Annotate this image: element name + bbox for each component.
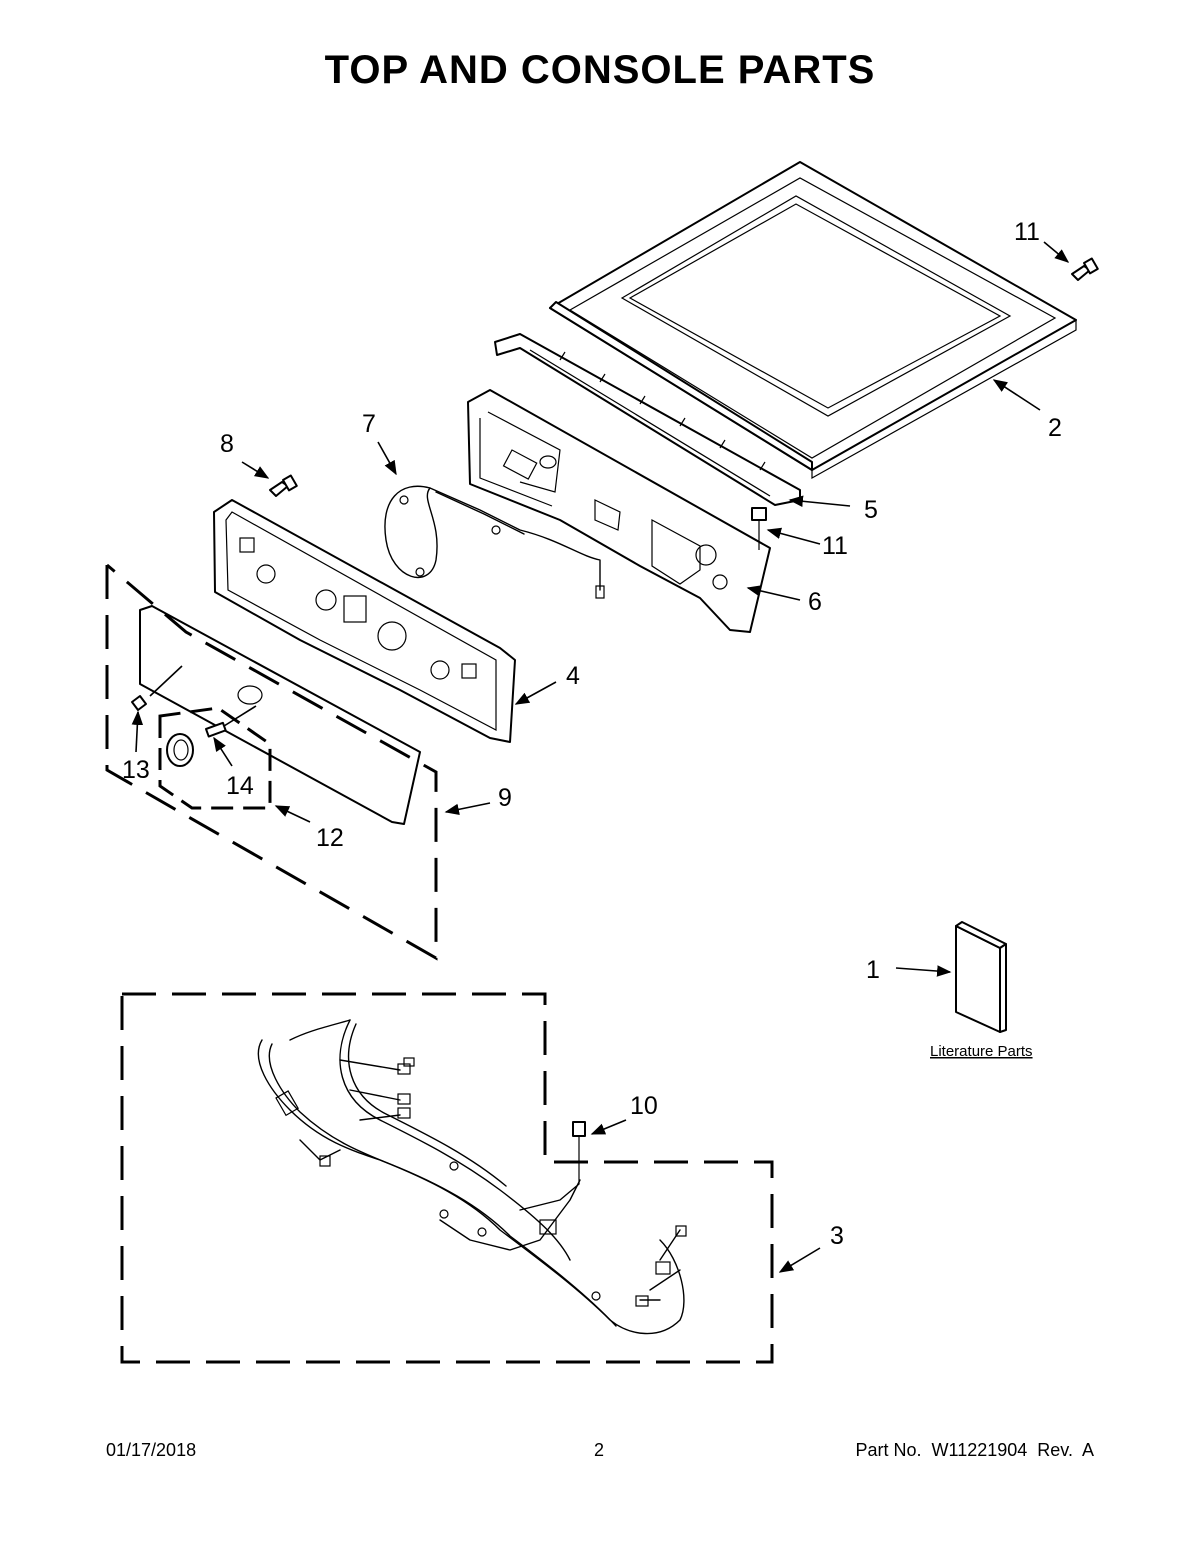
assembly-boundary-3 bbox=[120, 992, 774, 1364]
callout-11-lower: 11 bbox=[822, 532, 848, 560]
control-panel-part-9 bbox=[139, 605, 421, 825]
literature-parts-label: Literature Parts bbox=[930, 1043, 1033, 1060]
page-title: TOP AND CONSOLE PARTS bbox=[324, 48, 876, 92]
callout-1: 1 bbox=[866, 956, 880, 984]
assembly-boundary-12 bbox=[158, 706, 272, 810]
main-wire-harness-part-3 bbox=[257, 1019, 687, 1335]
screw-part-8 bbox=[269, 474, 298, 497]
literature-booklet-part-1 bbox=[955, 921, 1007, 1033]
callout-11-top: 11 bbox=[1014, 218, 1040, 246]
callout-6: 6 bbox=[808, 588, 822, 616]
footer-page-number: 2 bbox=[594, 1440, 605, 1460]
footer-part-number: Part No. W11221904 Rev. A bbox=[855, 1440, 1094, 1460]
callout-14: 14 bbox=[226, 772, 254, 800]
screw-part-11-top bbox=[1071, 257, 1099, 281]
knob-part-12 bbox=[166, 733, 194, 767]
callout-5: 5 bbox=[864, 496, 878, 524]
ground-screw-part-10 bbox=[519, 1121, 586, 1211]
callout-13: 13 bbox=[122, 756, 150, 784]
console-back-panel-part-6 bbox=[467, 389, 771, 633]
callout-leaders bbox=[131, 241, 1070, 1273]
callout-7: 7 bbox=[362, 410, 376, 438]
callout-numbers: 11 2 5 11 6 7 8 4 9 12 13 14 3 10 1 Lite… bbox=[122, 218, 1062, 1250]
callout-8: 8 bbox=[220, 430, 234, 458]
callout-3: 3 bbox=[830, 1222, 844, 1250]
console-wire-part-7 bbox=[384, 485, 605, 599]
console-bracket-part-5 bbox=[494, 333, 801, 506]
callout-2: 2 bbox=[1048, 414, 1062, 442]
callout-10: 10 bbox=[630, 1092, 658, 1120]
callout-12: 12 bbox=[316, 824, 344, 852]
screw-part-11-lower bbox=[751, 507, 767, 550]
assembly-boundary-9 bbox=[105, 563, 438, 961]
console-front-panel-part-4 bbox=[213, 499, 516, 743]
footer-date: 01/17/2018 bbox=[106, 1440, 197, 1460]
clip-part-13 bbox=[131, 695, 147, 711]
top-panel-part-2 bbox=[549, 161, 1077, 480]
callout-4: 4 bbox=[566, 662, 580, 690]
knob-spring-part-14 bbox=[204, 721, 227, 738]
callout-9: 9 bbox=[498, 784, 512, 812]
